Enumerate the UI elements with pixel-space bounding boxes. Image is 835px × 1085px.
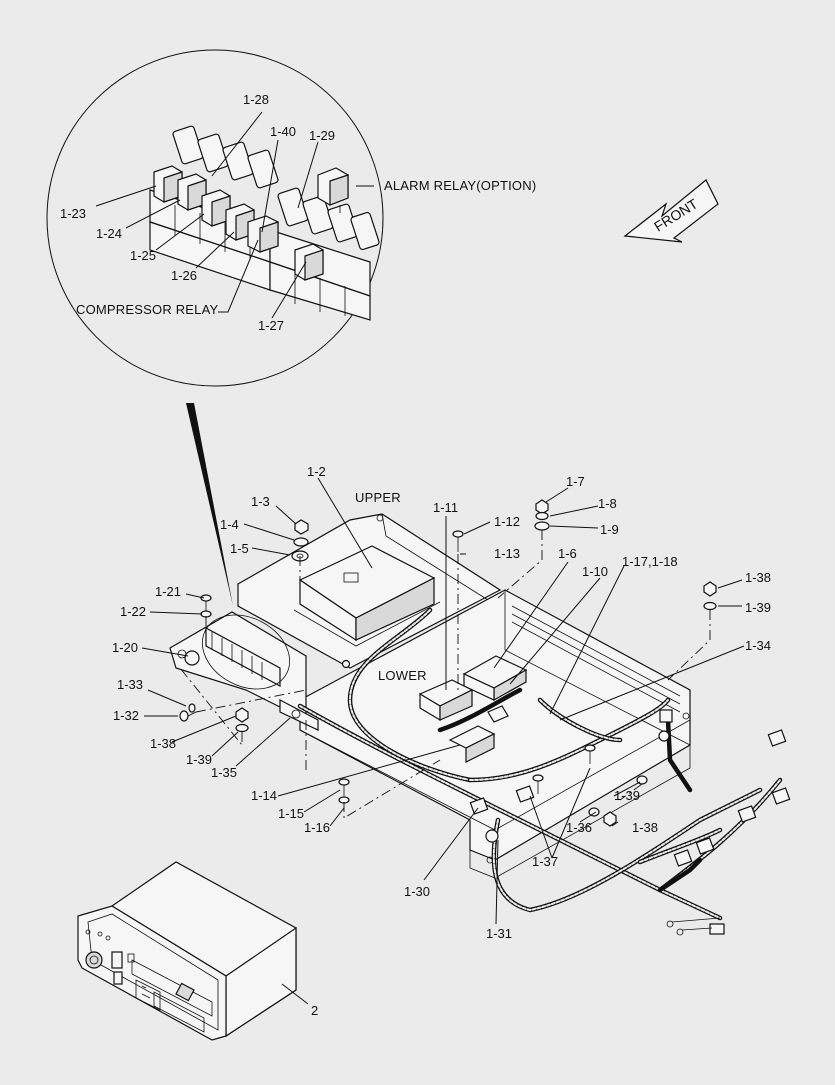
relay-module-1-11 (418, 679, 474, 722)
label-1-30: 1-30 (404, 884, 430, 899)
label-1-25: 1-25 (130, 248, 156, 263)
label-1-29: 1-29 (309, 128, 335, 143)
label-1-22: 1-22 (120, 604, 146, 619)
label-1-17-1-18: 1-17,1-18 (622, 554, 678, 569)
label-1-35: 1-35 (211, 765, 237, 780)
label-1-8: 1-8 (598, 496, 617, 511)
washer-1-39-left (235, 723, 249, 733)
control-panel-unit: 2 (77, 861, 318, 1041)
label-1-14: 1-14 (251, 788, 277, 803)
label-1-36: 1-36 (566, 820, 592, 835)
timer-module-1-10 (462, 655, 528, 702)
label-1-27: 1-27 (258, 318, 284, 333)
label-1-24: 1-24 (96, 226, 122, 241)
label-2: 2 (311, 1003, 318, 1018)
alarm-relay-callout: ALARM RELAY(OPTION) (384, 178, 536, 193)
main-leader-lines (141, 477, 745, 925)
compressor-relay-callout: COMPRESSOR RELAY (76, 302, 219, 317)
relay-cubes (153, 165, 349, 281)
bolt-1-21 (200, 594, 212, 612)
washer-1-9 (534, 521, 550, 531)
label-1-40: 1-40 (270, 124, 296, 139)
washer-1-33 (188, 703, 196, 713)
label-1-9: 1-9 (600, 522, 619, 537)
washer-1-4 (293, 537, 309, 547)
label-1-31: 1-31 (486, 926, 512, 941)
controller-unit (293, 545, 441, 647)
relay-1-26 (225, 203, 255, 241)
label-1-12: 1-12 (494, 514, 520, 529)
washer-1-39-upper (703, 601, 717, 611)
relay-detail-view: 1-28 1-40 1-29 ALARM RELAY(OPTION) 1-23 … (46, 49, 536, 606)
label-1-20: 1-20 (112, 640, 138, 655)
label-1-32: 1-32 (113, 708, 139, 723)
washer-1-8 (535, 511, 549, 521)
label-1-38-lower: 1-38 (632, 820, 658, 835)
bolt-1-37-a (584, 744, 596, 764)
bolt-1-15 (338, 778, 350, 796)
label-1-38-upper: 1-38 (745, 570, 771, 585)
label-1-2: 1-2 (307, 464, 326, 479)
nut-1-38-upper (703, 581, 717, 597)
relay-1-27-compressor (247, 215, 279, 253)
label-1-7: 1-7 (566, 474, 585, 489)
connector-1-34 (487, 705, 509, 723)
bolt-1-12 (452, 530, 464, 552)
label-1-3: 1-3 (251, 494, 270, 509)
lower-callout: LOWER (378, 668, 427, 683)
label-1-38-left: 1-38 (150, 736, 176, 751)
relay-block-assembly (169, 611, 319, 731)
label-1-16: 1-16 (304, 820, 330, 835)
nut-1-7 (535, 499, 549, 515)
main-assembly: UPPER LOWER 1-2 1-3 1-4 1-5 1-11 1-12 1-… (112, 464, 791, 941)
label-1-33: 1-33 (117, 677, 143, 692)
label-1-4: 1-4 (220, 517, 239, 532)
bolt-1-32 (179, 710, 197, 722)
nut-1-3 (294, 519, 309, 535)
label-1-13: 1-13 (494, 546, 520, 561)
label-1-23: 1-23 (60, 206, 86, 221)
bolt-1-37-b (532, 774, 544, 794)
front-direction-arrow: FRONT (623, 179, 719, 243)
label-1-5: 1-5 (230, 541, 249, 556)
washer-1-36 (588, 807, 600, 817)
nut-1-38-left (235, 707, 249, 723)
detail-leader-lines (95, 111, 374, 319)
upper-callout: UPPER (355, 490, 401, 505)
alarm-relay-option (317, 167, 349, 213)
label-1-21: 1-21 (155, 584, 181, 599)
fasteners (179, 499, 717, 827)
label-1-10: 1-10 (582, 564, 608, 579)
label-1-28: 1-28 (243, 92, 269, 107)
label-1-6: 1-6 (558, 546, 577, 561)
nut-1-38-lower (603, 811, 617, 827)
label-1-39-upper: 1-39 (745, 600, 771, 615)
label-1-39-lower: 1-39 (614, 788, 640, 803)
label-1-15: 1-15 (278, 806, 304, 821)
label-1-26: 1-26 (171, 268, 197, 283)
label-1-37: 1-37 (532, 854, 558, 869)
detail-circle (46, 49, 384, 387)
relay-1-29 (294, 243, 324, 281)
harness-connectors (469, 709, 791, 936)
assembly-dash-lines (179, 530, 711, 819)
label-1-39-left: 1-39 (186, 752, 212, 767)
label-1-34: 1-34 (745, 638, 771, 653)
detail-pointer-wedge (186, 403, 233, 606)
relay-module-1-14 (448, 725, 496, 763)
label-1-11: 1-11 (433, 500, 458, 515)
